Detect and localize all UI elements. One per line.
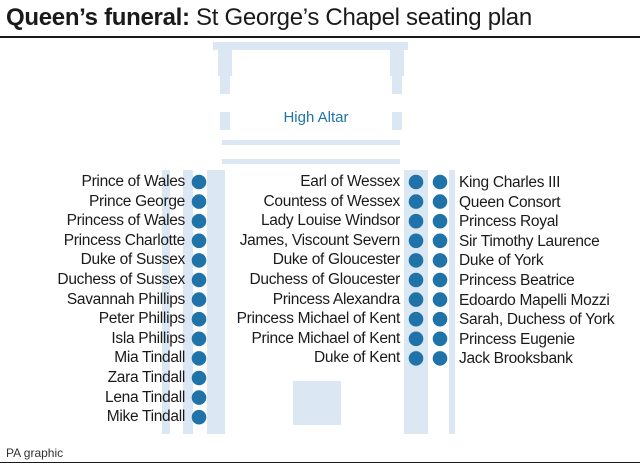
seat-name: Queen Consort <box>459 193 561 211</box>
seat-dot <box>408 253 424 268</box>
seat-dot <box>191 370 207 386</box>
seat-name: Duchess of Sussex <box>57 270 185 288</box>
seat-dot <box>432 292 448 307</box>
altar-left-lower <box>220 76 230 94</box>
seat-dot <box>408 194 424 209</box>
seat-dot <box>432 311 448 327</box>
right-seating-list: King Charles III Queen Consort Princess … <box>459 173 615 369</box>
seat-dot <box>408 213 424 229</box>
seat-dot <box>432 213 448 229</box>
seat-name: King Charles III <box>459 174 561 191</box>
seat-name: Sarah, Duchess of York <box>459 311 615 329</box>
altar-left-marker <box>220 112 230 130</box>
seat-name: Duke of York <box>459 252 544 270</box>
title-bold: Queen’s funeral: <box>6 4 190 31</box>
seat-name: Prince George <box>88 192 185 210</box>
seat-name: Sir Timothy Laurence <box>459 232 600 250</box>
seat-name: Princess Eugenie <box>459 330 575 348</box>
seat-dot <box>408 174 424 190</box>
seat-dot <box>432 174 448 190</box>
seat-dot <box>432 233 448 249</box>
chapel-structure <box>162 42 455 434</box>
center-seat-dots <box>408 174 424 366</box>
seat-dot <box>408 233 424 249</box>
seat-name: Peter Phillips <box>98 310 186 328</box>
seat-name: Prince of Wales <box>81 173 186 190</box>
left-stall-panel <box>207 170 225 434</box>
title-rest: St George’s Chapel seating plan <box>189 4 532 31</box>
seat-dot <box>191 174 207 190</box>
seat-name: James, Viscount Severn <box>239 231 401 249</box>
seat-dot <box>432 331 448 347</box>
seat-name: Princess Royal <box>459 213 559 231</box>
page-title: Queen’s funeral: St George’s Chapel seat… <box>6 2 532 34</box>
seat-name: Duke of Sussex <box>80 251 186 269</box>
seat-dot <box>191 409 207 425</box>
seat-dot <box>408 311 424 327</box>
seat-name: Princess Beatrice <box>459 271 575 289</box>
seat-dot <box>432 272 448 288</box>
seat-dot <box>432 194 448 209</box>
seat-name: Lady Louise Windsor <box>260 212 400 230</box>
seat-name: Princess Charlotte <box>63 231 186 249</box>
high-altar-label: High Altar <box>283 109 349 126</box>
seat-name: Savannah Phillips <box>66 290 185 308</box>
seat-dot <box>408 331 424 347</box>
seat-dot <box>432 351 448 366</box>
seat-dot <box>432 253 448 268</box>
seat-name: Princess Michael of Kent <box>236 310 401 328</box>
seat-name: Princess Alexandra <box>272 290 401 308</box>
left-seat-dots <box>191 174 207 425</box>
title-rule <box>0 36 640 38</box>
seat-dot <box>191 292 207 307</box>
right-seat-dots <box>432 174 448 366</box>
seat-dot <box>191 253 207 268</box>
right-stall-outer <box>449 170 455 434</box>
seat-dot <box>408 351 424 366</box>
seat-name: Edoardo Mapelli Mozzi <box>459 291 610 309</box>
seat-name: Isla Phillips <box>111 329 185 347</box>
seat-name: Lena Tindall <box>105 388 185 406</box>
seat-name: Earl of Wessex <box>300 173 400 190</box>
seat-dot <box>191 390 207 405</box>
center-seating-list: Earl of Wessex Countess of Wessex Lady L… <box>236 172 401 368</box>
seat-dot <box>408 292 424 307</box>
seat-name: Mike Tindall <box>106 408 186 426</box>
seat-name: Duke of Kent <box>313 349 400 367</box>
altar-rail-upper <box>222 140 400 145</box>
seat-dot <box>191 272 207 288</box>
nave-block <box>293 381 341 425</box>
seat-name: Duke of Gloucester <box>272 251 401 269</box>
seat-dot <box>191 311 207 327</box>
left-stall-inner <box>183 170 193 434</box>
seat-name: Jack Brooksbank <box>459 350 573 368</box>
altar-top-bar <box>213 42 408 50</box>
credit-label: PA graphic <box>6 446 64 460</box>
left-seating-list: Prince of Wales Prince George Princess o… <box>57 172 185 427</box>
right-stall-inner <box>422 170 428 434</box>
seat-dot <box>191 213 207 229</box>
seat-dot <box>191 194 207 209</box>
altar-rail-lower <box>222 159 400 164</box>
left-stall-outer <box>162 170 170 434</box>
seat-dot <box>408 272 424 288</box>
seat-dot <box>191 351 207 366</box>
footer-rule <box>0 462 640 463</box>
altar-right-marker <box>392 112 402 130</box>
altar-right-pillar <box>390 50 404 76</box>
seat-name: Princess of Wales <box>66 212 186 230</box>
seat-dot <box>191 331 207 347</box>
seat-name: Duchess of Gloucester <box>249 270 401 288</box>
altar-right-lower <box>392 76 402 94</box>
altar-left-pillar <box>218 50 232 76</box>
seat-name: Prince Michael of Kent <box>251 329 401 347</box>
seat-name: Zara Tindall <box>107 368 186 386</box>
seat-name: Countess of Wessex <box>263 192 401 210</box>
seat-dot <box>191 233 207 249</box>
seat-name: Mia Tindall <box>114 349 185 367</box>
